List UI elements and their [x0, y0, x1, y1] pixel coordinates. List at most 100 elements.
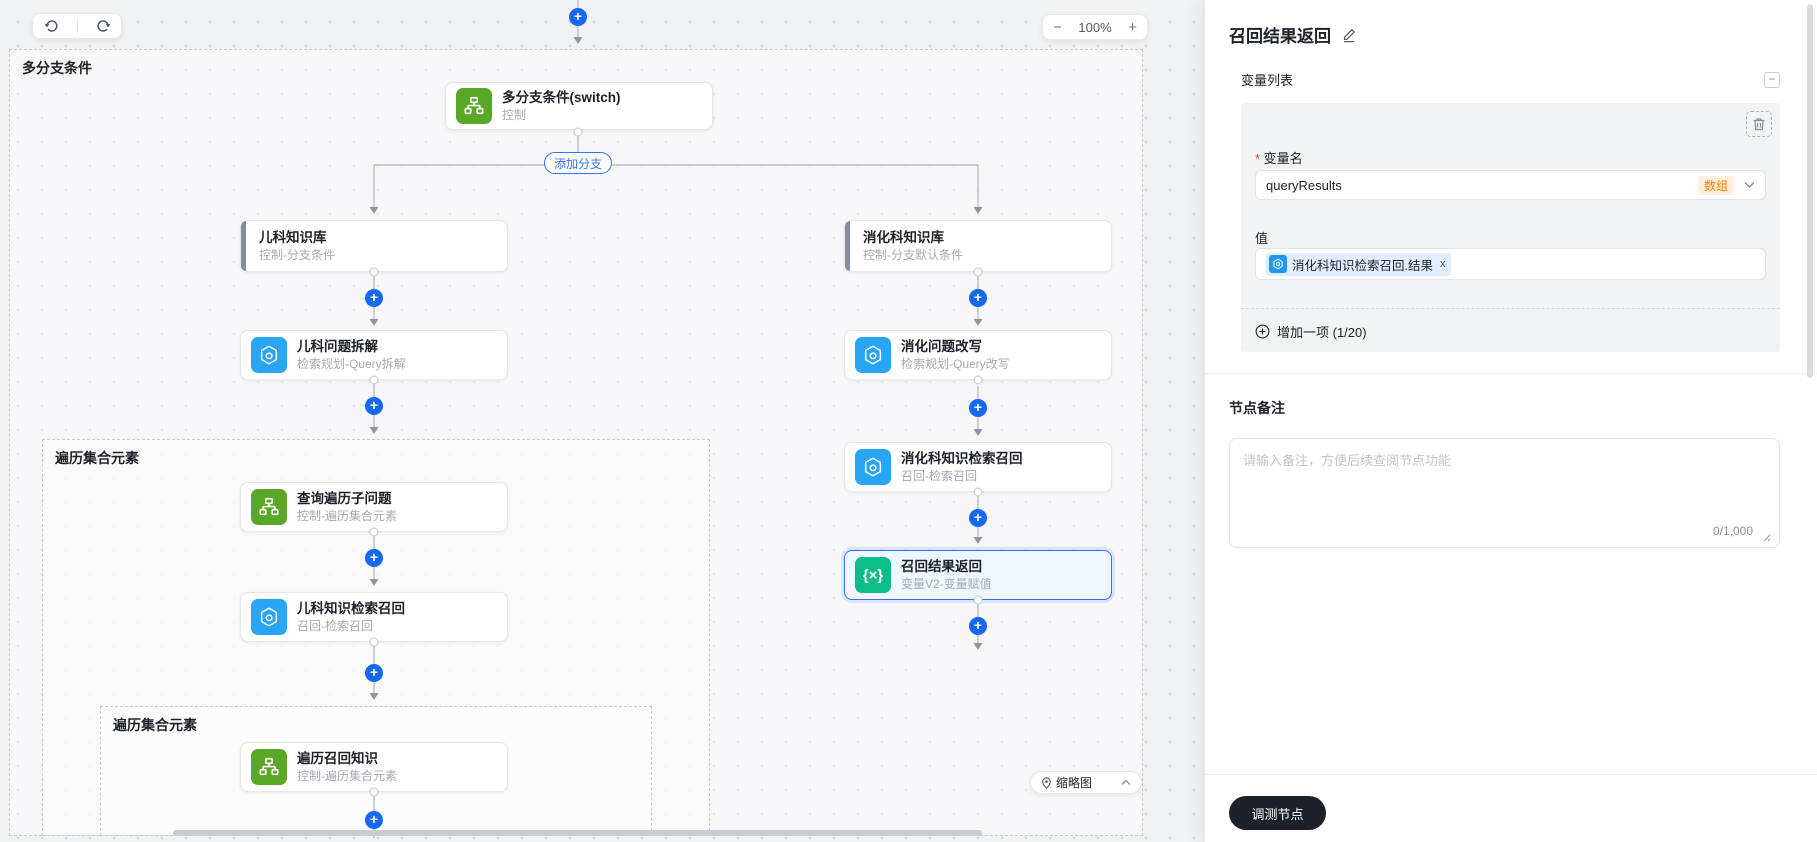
node-title: 查询遍历子问题: [297, 491, 392, 506]
node-title: 儿科知识检索召回: [297, 601, 405, 616]
flow-node-result-return[interactable]: {×}召回结果返回 变量V2-变量赋值: [844, 550, 1112, 600]
node-output-port[interactable]: [369, 375, 379, 385]
node-subtitle: 控制-遍历集合元素: [297, 769, 397, 783]
flow-canvas[interactable]: 多分支条件遍历集合元素遍历集合元素 多分支条件(switch) 控制儿科知识库 …: [0, 0, 1205, 842]
collapse-section-icon[interactable]: −: [1764, 71, 1780, 88]
add-item-label: 增加一项 (1/20): [1277, 325, 1367, 340]
resize-handle-icon[interactable]: [1761, 529, 1771, 542]
add-node-button[interactable]: +: [969, 509, 987, 527]
add-branch-button[interactable]: 添加分支: [544, 152, 612, 174]
add-node-button[interactable]: +: [365, 664, 383, 682]
node-title: 儿科知识库: [259, 230, 327, 245]
node-title: 消化科知识库: [863, 230, 944, 245]
add-item-button[interactable]: 增加一项 (1/20): [1255, 322, 1367, 341]
zoom-out-button[interactable]: −: [1053, 18, 1062, 36]
sitemap-icon: [251, 489, 287, 525]
note-char-counter: 0/1,000: [1712, 524, 1753, 538]
redo-icon[interactable]: [95, 17, 113, 35]
add-node-button[interactable]: +: [569, 8, 587, 26]
variable-list-label: 变量列表: [1241, 73, 1294, 88]
node-subtitle: 检索规划-Query改写: [901, 357, 1010, 371]
undo-icon[interactable]: [42, 17, 60, 35]
node-subtitle: 控制-分支条件: [259, 248, 335, 262]
add-node-button[interactable]: +: [969, 399, 987, 417]
node-title: 儿科问题拆解: [297, 339, 378, 354]
value-label: 值: [1255, 231, 1269, 246]
node-output-port[interactable]: [973, 487, 983, 497]
branch-accent-bar: [241, 221, 246, 271]
zoom-level: 100%: [1078, 19, 1112, 35]
chevron-down-icon[interactable]: [1744, 181, 1755, 189]
node-ref-icon: [1269, 255, 1287, 273]
braces-icon: {×}: [855, 557, 891, 593]
circle-plus-icon: [1255, 324, 1270, 339]
node-subtitle: 变量V2-变量赋值: [901, 577, 992, 591]
panel-scrollbar[interactable]: [1807, 4, 1813, 378]
node-subtitle: 控制-分支默认条件: [863, 248, 963, 262]
node-subtitle: 召回-检索召回: [901, 469, 977, 483]
debug-node-button[interactable]: 调测节点: [1229, 796, 1326, 830]
flow-node-ped-branch[interactable]: 儿科知识库 控制-分支条件: [240, 220, 508, 272]
node-title: 消化科知识检索召回: [901, 451, 1023, 466]
node-title: 多分支条件(switch): [502, 90, 621, 105]
trash-icon[interactable]: [1746, 111, 1772, 137]
zoom-control: − 100% +: [1042, 14, 1148, 40]
type-tag: 数组: [1697, 175, 1734, 195]
node-output-port[interactable]: [369, 527, 379, 537]
group-label: 多分支条件: [22, 60, 92, 76]
variable-name-value: queryResults: [1266, 177, 1342, 193]
hexagon-icon: [251, 337, 287, 373]
node-title: 消化问题改写: [901, 339, 982, 354]
node-output-port[interactable]: [973, 267, 983, 277]
node-subtitle: 召回-检索召回: [297, 619, 373, 633]
flow-node-query-iter[interactable]: 查询遍历子问题 控制-遍历集合元素: [240, 482, 508, 532]
map-pin-icon: [1041, 776, 1052, 789]
variable-name-label: 变量名: [1255, 148, 1303, 167]
footer-divider: [1205, 774, 1817, 775]
horizontal-scrollbar[interactable]: [173, 830, 982, 836]
chip-remove-icon[interactable]: x: [1439, 258, 1446, 270]
node-output-port[interactable]: [573, 127, 583, 137]
value-input[interactable]: 消化科知识检索召回.结果 x: [1255, 248, 1766, 280]
node-note-label: 节点备注: [1229, 400, 1285, 416]
flow-node-dig-branch[interactable]: 消化科知识库 控制-分支默认条件: [844, 220, 1112, 272]
add-node-button[interactable]: +: [969, 289, 987, 307]
zoom-in-button[interactable]: +: [1128, 18, 1137, 36]
branch-accent-bar: [845, 221, 850, 271]
note-placeholder: 请输入备注，方便后续查阅节点功能: [1243, 453, 1452, 468]
node-output-port[interactable]: [369, 267, 379, 277]
flow-node-dig-recall[interactable]: 消化科知识检索召回 召回-检索召回: [844, 442, 1112, 492]
add-node-button[interactable]: +: [969, 617, 987, 635]
node-output-port[interactable]: [973, 375, 983, 385]
hexagon-icon: [251, 599, 287, 635]
sitemap-icon: [251, 749, 287, 785]
flow-node-switch[interactable]: 多分支条件(switch) 控制: [445, 82, 713, 130]
hexagon-icon: [855, 449, 891, 485]
minimap-label: 缩略图: [1056, 776, 1093, 790]
node-output-port[interactable]: [973, 595, 983, 605]
card-divider: [1241, 308, 1780, 309]
add-node-button[interactable]: +: [365, 289, 383, 307]
flow-node-iter-recall[interactable]: 遍历召回知识 控制-遍历集合元素: [240, 742, 508, 792]
node-subtitle: 控制: [502, 108, 527, 122]
chip-text: 消化科知识检索召回.结果: [1292, 258, 1433, 273]
node-output-port[interactable]: [369, 637, 379, 647]
flow-node-dig-rewrite[interactable]: 消化问题改写 检索规划-Query改写: [844, 330, 1112, 380]
node-config-panel: 召回结果返回 变量列表 − 变量名 queryResults 数组: [1205, 0, 1817, 842]
value-reference-chip[interactable]: 消化科知识检索召回.结果 x: [1266, 252, 1452, 276]
group-label: 遍历集合元素: [55, 450, 139, 466]
node-note-textarea[interactable]: 请输入备注，方便后续查阅节点功能 0/1,000: [1229, 438, 1780, 548]
add-node-button[interactable]: +: [365, 397, 383, 415]
add-node-button[interactable]: +: [365, 811, 383, 829]
edit-name-icon[interactable]: [1341, 26, 1357, 43]
add-node-button[interactable]: +: [365, 549, 383, 567]
group-label: 遍历集合元素: [113, 717, 197, 733]
hexagon-icon: [855, 337, 891, 373]
flow-node-ped-split[interactable]: 儿科问题拆解 检索规划-Query拆解: [240, 330, 508, 380]
flow-node-ped-recall[interactable]: 儿科知识检索召回 召回-检索召回: [240, 592, 508, 642]
node-output-port[interactable]: [369, 787, 379, 797]
chevron-up-icon: [1121, 779, 1131, 786]
variable-name-input[interactable]: queryResults 数组: [1255, 170, 1766, 200]
minimap-toggle[interactable]: 缩略图: [1030, 771, 1142, 794]
